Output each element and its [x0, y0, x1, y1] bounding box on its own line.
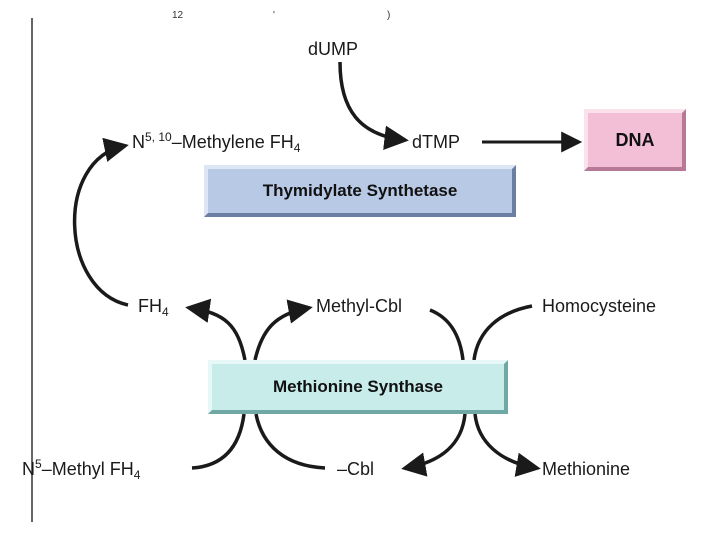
node-methionine: Methionine [542, 459, 631, 479]
node-dump: dUMP [308, 39, 359, 59]
fh4-subscript: 4 [162, 305, 169, 319]
cut-text-fragment: ' [273, 10, 275, 21]
methylfh4-base: N [22, 459, 35, 479]
arrow-homocysteine-into-synthase [472, 304, 533, 361]
arrow-methylcbl-into-synthase [429, 308, 465, 361]
dna-label: DNA [615, 129, 655, 150]
arrow-synthase-to-fh4 [185, 298, 247, 361]
arrow-methylfh4-into-synthase [191, 413, 246, 470]
fh4-base: FH [138, 296, 162, 316]
arrow-synthase-to-cbl-left [254, 413, 326, 470]
methylene-base: N [132, 132, 145, 152]
node-methylene-fh4: N5, 10–Methylene FH4 [132, 130, 300, 154]
enzyme-methionine-synthase-label: Methionine Synthase [272, 377, 444, 396]
node-methyl-fh4: N5–Methyl FH4 [22, 457, 140, 481]
node-fh4: FH4 [138, 296, 169, 318]
arrow-fh4-to-methylene [72, 137, 129, 307]
methylfh4-superscript: 5 [35, 457, 42, 471]
node-homocysteine: Homocysteine [542, 296, 657, 316]
enzyme-thymidylate-synthetase-box: Thymidylate Synthetase [204, 165, 516, 217]
cut-text-fragment: 12 [172, 10, 184, 21]
cut-text-fragment: ) [387, 10, 391, 21]
node-methyl-cbl: Methyl-Cbl [316, 296, 403, 316]
node-cbl: –Cbl [337, 459, 375, 479]
arrow-synthase-to-methionine [473, 413, 541, 477]
methylfh4-rest: –Methyl FH [41, 459, 134, 479]
dna-box: DNA [584, 109, 686, 171]
methylene-subscript: 4 [293, 141, 301, 155]
methylfh4-subscript: 4 [133, 468, 141, 482]
node-dtmp: dTMP [412, 132, 461, 152]
methylene-superscript: 5, 10 [145, 130, 172, 144]
arrow-synthase-to-methylcbl [253, 299, 313, 361]
enzyme-methionine-synthase-box: Methionine Synthase [208, 360, 508, 414]
arrow-synthase-to-cbl [401, 413, 467, 477]
arrow-dump-to-dtmp [338, 61, 409, 150]
methylene-rest: –Methylene FH [171, 132, 294, 152]
enzyme-thymidylate-label: Thymidylate Synthetase [262, 181, 458, 200]
